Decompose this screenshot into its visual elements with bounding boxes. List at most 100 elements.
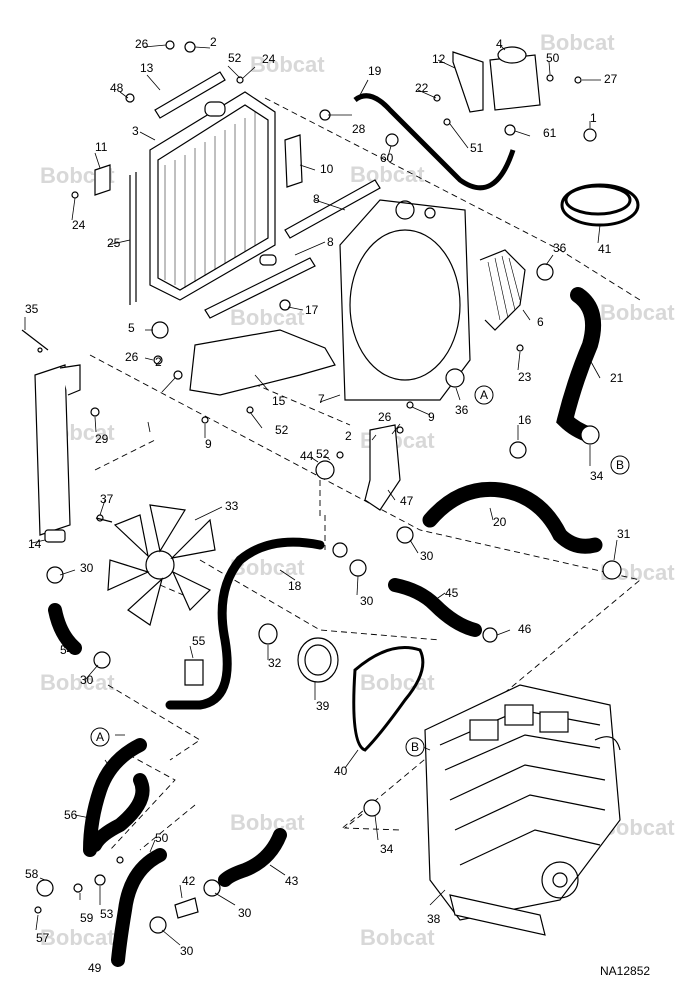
heater-hose <box>83 738 150 857</box>
engine <box>424 684 621 936</box>
part-label-41: 41 <box>598 242 612 256</box>
bracket-lower <box>204 257 316 319</box>
bolt-35 <box>21 329 49 351</box>
bolt-37 <box>95 517 113 523</box>
part-label-21: 21 <box>610 371 624 385</box>
part-label-25: 25 <box>107 236 121 250</box>
part-label-26: 26 <box>378 410 392 424</box>
callout-letter-b: B <box>616 458 624 472</box>
part-label-20: 20 <box>493 515 507 529</box>
part-label-46: 46 <box>518 622 532 636</box>
part-label-4: 4 <box>496 37 503 51</box>
part-label-15: 15 <box>272 394 286 408</box>
callout-circle-b <box>610 455 630 475</box>
leader-lines <box>24 44 618 961</box>
fitting <box>174 897 199 919</box>
part-label-24: 24 <box>262 52 276 66</box>
part-label-32: 32 <box>268 656 282 670</box>
part-label-61: 61 <box>543 126 557 140</box>
part-label-22: 22 <box>415 81 429 95</box>
part-label-6: 6 <box>537 315 544 329</box>
overflow-hose <box>353 93 516 191</box>
clamp-bracket <box>184 659 204 686</box>
watermark: Bobcat <box>250 52 325 77</box>
radiator <box>149 91 277 301</box>
part-label-30: 30 <box>360 594 374 608</box>
part-label-1: 1 <box>590 111 597 125</box>
pulley <box>297 637 339 683</box>
part-label-2: 2 <box>210 35 217 49</box>
part-label-8: 8 <box>327 235 334 249</box>
rod <box>129 172 137 305</box>
charge-air-cooler <box>34 364 81 543</box>
part-label-37: 37 <box>100 492 114 506</box>
part-label-12: 12 <box>432 52 446 66</box>
drive-belt <box>352 646 425 752</box>
cooling-fan <box>107 504 216 626</box>
watermark: Bobcat <box>230 810 305 835</box>
part-label-5: 5 <box>128 321 135 335</box>
part-label-16: 16 <box>518 413 532 427</box>
part-label-39: 39 <box>316 699 330 713</box>
part-label-44: 44 <box>300 449 314 463</box>
part-label-34: 34 <box>380 842 394 856</box>
part-label-58: 58 <box>25 867 39 881</box>
part-label-54: 54 <box>60 643 74 657</box>
part-label-30: 30 <box>80 561 94 575</box>
part-label-36: 36 <box>455 403 469 417</box>
part-label-56: 56 <box>64 808 78 822</box>
fan-guard <box>479 249 526 331</box>
callout-circle-a <box>90 727 110 747</box>
part-label-18: 18 <box>288 579 302 593</box>
part-label-7: 7 <box>318 392 325 406</box>
watermark: Bobcat <box>40 925 115 950</box>
part-label-48: 48 <box>110 81 124 95</box>
part-label-43: 43 <box>285 874 299 888</box>
part-label-31: 31 <box>617 527 631 541</box>
part-label-19: 19 <box>368 64 382 78</box>
watermark: Bobcat <box>540 30 615 55</box>
part-label-27: 27 <box>604 72 618 86</box>
part-label-35: 35 <box>25 302 39 316</box>
part-label-42: 42 <box>182 874 196 888</box>
coolant-tube <box>165 537 325 710</box>
part-label-29: 29 <box>95 432 109 446</box>
callout-circle-a <box>474 385 494 405</box>
bracket-upper <box>284 179 381 239</box>
upper-radiator-hose <box>556 287 601 443</box>
bracket-side <box>94 164 111 196</box>
part-label-49: 49 <box>88 961 102 975</box>
watermark: Bobcat <box>600 300 675 325</box>
part-label-17: 17 <box>305 303 319 317</box>
part-label-53: 53 <box>100 907 114 921</box>
spacer <box>258 623 278 645</box>
part-label-2: 2 <box>345 429 352 443</box>
part-label-51: 51 <box>470 141 484 155</box>
part-label-59: 59 <box>80 911 94 925</box>
part-label-30: 30 <box>420 549 434 563</box>
part-label-36: 36 <box>553 241 567 255</box>
part-label-40: 40 <box>334 764 348 778</box>
part-label-23: 23 <box>518 370 532 384</box>
tank-bracket <box>452 51 484 113</box>
lower-radiator-hose <box>422 481 603 554</box>
part-label-60: 60 <box>380 151 394 165</box>
hose-coil <box>560 183 640 227</box>
watermark: Bobcat <box>350 162 425 187</box>
part-label-3: 3 <box>132 124 139 138</box>
part-label-50: 50 <box>546 51 560 65</box>
part-label-50: 50 <box>155 831 169 845</box>
watermark: Bobcat <box>360 925 435 950</box>
part-label-57: 57 <box>36 931 50 945</box>
part-label-11: 11 <box>95 140 108 154</box>
part-label-30: 30 <box>80 673 94 687</box>
callout-circle-b <box>405 737 425 757</box>
part-label-34: 34 <box>590 469 604 483</box>
part-label-9: 9 <box>428 410 435 424</box>
part-label-47: 47 <box>400 494 414 508</box>
part-label-26: 26 <box>135 37 149 51</box>
watermark: Bobcat <box>40 670 115 695</box>
small-hose <box>218 828 287 887</box>
